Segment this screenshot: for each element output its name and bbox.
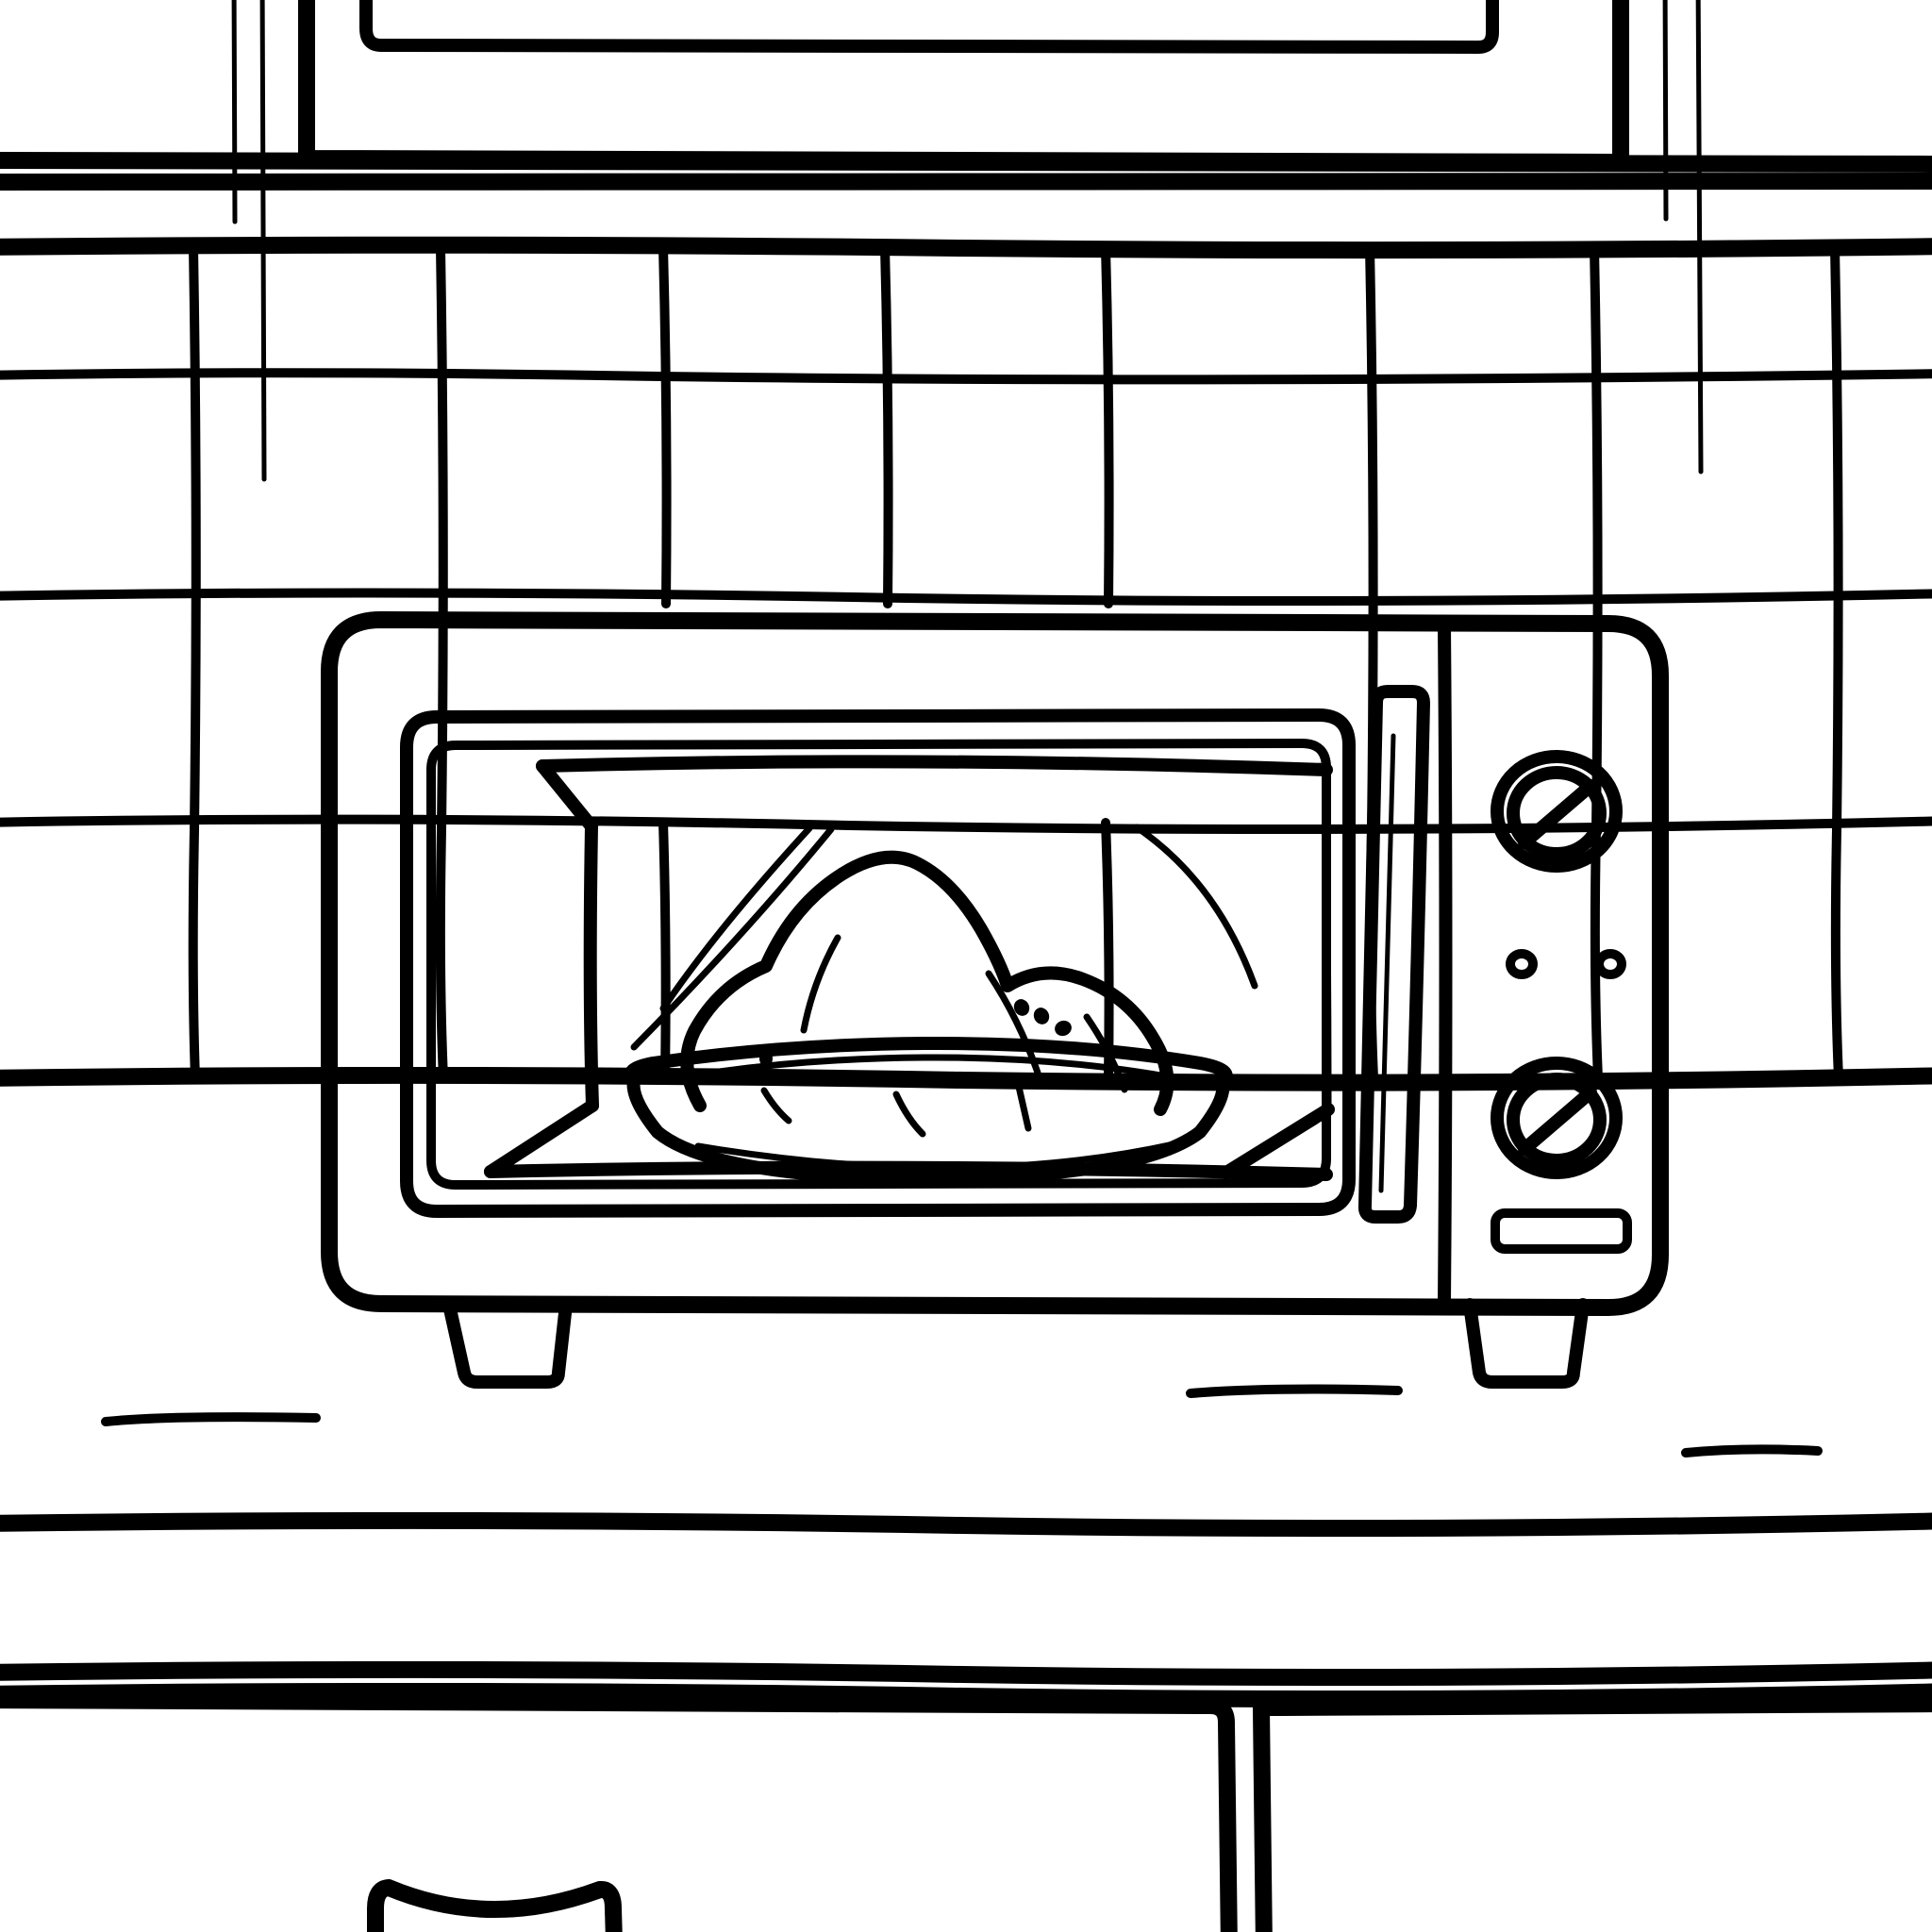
food-contour bbox=[800, 934, 841, 1034]
grout-line-v bbox=[658, 818, 671, 1083]
upper-cabinet-right-shadow-2 bbox=[1695, 0, 1704, 475]
counter-speckle bbox=[101, 1412, 321, 1426]
food-crumb bbox=[1055, 1020, 1072, 1037]
lower-cabinet-top-rail bbox=[0, 1660, 1932, 1687]
food-on-plate bbox=[624, 850, 1233, 1186]
microwave-oven[interactable] bbox=[321, 611, 1669, 1389]
cavity-back-right-edge bbox=[1323, 826, 1332, 1113]
upper-cabinet-door-panel[interactable] bbox=[359, 0, 1499, 54]
door-inner-bezel bbox=[426, 739, 1331, 1190]
door-outer-bezel bbox=[400, 708, 1356, 1218]
upper-cabinet-bottom-rail bbox=[0, 152, 1932, 173]
food-crumb bbox=[759, 1050, 773, 1067]
grout-line-v bbox=[880, 242, 893, 608]
counter-speckle bbox=[1186, 1384, 1403, 1398]
drawer-front[interactable] bbox=[0, 1690, 1238, 1932]
food-crumb bbox=[1033, 1008, 1050, 1024]
timer-knob[interactable] bbox=[1491, 750, 1623, 873]
food-mound bbox=[680, 850, 1174, 1116]
panel-seam bbox=[1438, 619, 1453, 1309]
countertop-front-edge bbox=[0, 1511, 1932, 1538]
grout-line-v bbox=[435, 242, 448, 1083]
cabinet-shelf-underside bbox=[0, 173, 1932, 191]
indicator-light-right bbox=[1594, 949, 1626, 979]
cabinet-side-panel bbox=[1253, 1695, 1932, 1716]
food-notch bbox=[1015, 1083, 1032, 1132]
grout-line-h bbox=[0, 236, 1932, 259]
indicator-light-left bbox=[1506, 949, 1538, 979]
power-knob[interactable] bbox=[1491, 1057, 1623, 1179]
grout-line-v bbox=[1590, 242, 1603, 1083]
upper-cabinet-body bbox=[298, 0, 1629, 171]
grout-line-v bbox=[1830, 242, 1843, 1083]
counter-speckle bbox=[1681, 1444, 1823, 1457]
handle-inner-line bbox=[1378, 733, 1396, 1193]
grout-line-h bbox=[0, 814, 1932, 834]
knob-indicator-slot bbox=[1518, 779, 1597, 849]
food-contour bbox=[985, 970, 1041, 1076]
cavity-floor-edge bbox=[484, 1099, 599, 1178]
door-handle[interactable] bbox=[1357, 685, 1430, 1224]
knob-indicator-slot bbox=[1518, 1086, 1597, 1156]
start-button[interactable] bbox=[1491, 1208, 1632, 1254]
plate-inner-base bbox=[694, 1141, 1177, 1172]
grout-line-v bbox=[188, 242, 201, 1083]
tile-backsplash bbox=[0, 236, 1932, 1091]
microwave-foot-right bbox=[1463, 1298, 1590, 1389]
grout-line-h bbox=[0, 1066, 1932, 1091]
glass-reflection-streak bbox=[1133, 824, 1258, 990]
grout-line-v bbox=[1101, 242, 1114, 608]
glass-reflection-streak bbox=[659, 824, 813, 1012]
plate-rim-outer bbox=[624, 1036, 1233, 1186]
grout-line-v bbox=[1101, 818, 1114, 1083]
drawer-top-edge bbox=[0, 1690, 1207, 1712]
cavity-back-left-edge bbox=[583, 820, 599, 1112]
microwave-body[interactable] bbox=[321, 611, 1669, 1316]
grout-line-h bbox=[0, 588, 1932, 607]
food-notch bbox=[892, 1091, 926, 1138]
food-contour bbox=[1083, 1013, 1128, 1093]
food-notch bbox=[760, 1087, 792, 1124]
cabinet-side-panel-edge bbox=[1253, 1701, 1273, 1932]
grout-line-h bbox=[0, 368, 1932, 385]
cavity-floor-right bbox=[1220, 1103, 1335, 1179]
drawer-handle[interactable] bbox=[367, 1879, 623, 1932]
cavity-backwall-top bbox=[536, 755, 1333, 776]
cavity-side-wall bbox=[536, 759, 598, 833]
microwave-foot-left bbox=[442, 1298, 573, 1389]
lower-cabinet[interactable] bbox=[0, 1660, 1932, 1932]
upper-cabinet[interactable] bbox=[0, 0, 1932, 482]
control-panel[interactable] bbox=[1491, 750, 1632, 1254]
upper-cabinet-left-shadow-2 bbox=[259, 0, 267, 482]
microwave-door[interactable] bbox=[400, 708, 1356, 1218]
grout-line-v bbox=[658, 242, 672, 608]
glass-reflection-streak bbox=[630, 825, 835, 1051]
food-crumb bbox=[1013, 999, 1030, 1016]
countertop bbox=[0, 1384, 1932, 1538]
